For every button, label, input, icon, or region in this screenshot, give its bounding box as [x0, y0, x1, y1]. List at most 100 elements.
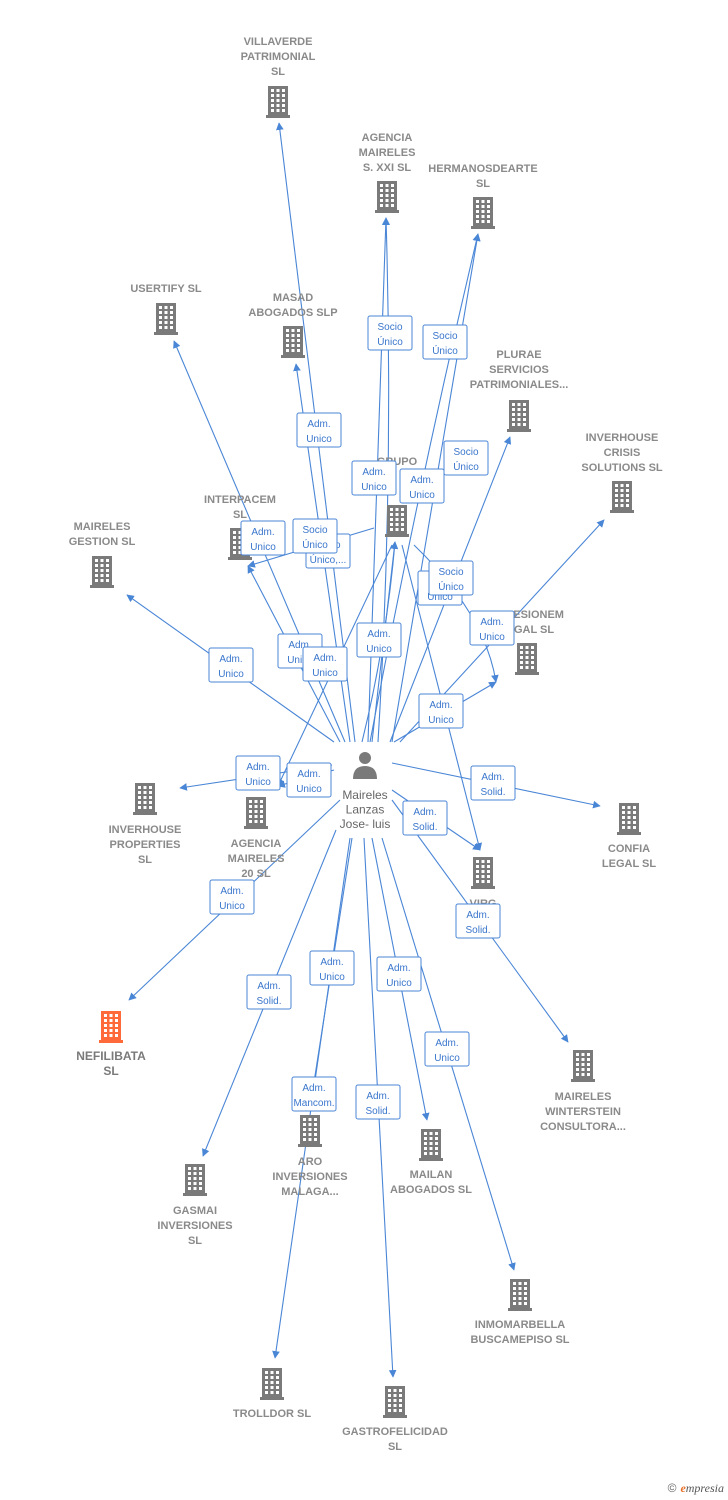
- company-label-line: WINTERSTEIN: [545, 1106, 621, 1118]
- building-icon-inverhouse-prop[interactable]: [133, 783, 157, 815]
- relation-label[interactable]: Adm.Unico: [376, 956, 422, 992]
- building-icon-sucesionem[interactable]: [515, 643, 539, 675]
- building-icon-gastrofelicidad[interactable]: [383, 1386, 407, 1418]
- company-label-interpacem[interactable]: INTERPACEM SL: [204, 494, 276, 521]
- relation-label[interactable]: Adm.Unico: [302, 646, 348, 682]
- relation-text-line: Adm.: [429, 700, 452, 711]
- relation-label[interactable]: Adm.Unico: [209, 879, 255, 915]
- relation-text: Adm.Unico: [386, 963, 412, 989]
- relation-label[interactable]: Adm.Unico: [286, 762, 332, 798]
- brand-footer[interactable]: ©empresia: [668, 1481, 724, 1496]
- company-label-line: SL: [476, 178, 490, 190]
- person-icon: [353, 752, 377, 779]
- company-label-line: SL: [233, 509, 247, 521]
- building-icon-agencia-xxi[interactable]: [375, 181, 399, 213]
- company-label-line: 20 SL: [241, 868, 271, 880]
- building-icon-mailan[interactable]: [419, 1129, 443, 1161]
- relation-text-line: Unico: [479, 632, 505, 643]
- building-icon-inverhouse-crisis[interactable]: [610, 481, 634, 513]
- relation-label[interactable]: Adm.Unico: [399, 468, 445, 504]
- company-label-line: MAILAN: [410, 1169, 453, 1181]
- relation-label[interactable]: Adm.Unico: [296, 412, 342, 448]
- company-label-line: MAIRELES: [228, 853, 285, 865]
- relation-label[interactable]: Adm.Solid.: [455, 903, 501, 939]
- relation-label[interactable]: Adm.Unico: [240, 520, 286, 556]
- building-icon-agencia-20[interactable]: [244, 797, 268, 829]
- relation-text-line: Único: [377, 335, 403, 348]
- building-icon-gasmai[interactable]: [183, 1164, 207, 1196]
- relation-label[interactable]: Adm. Solid.: [402, 800, 448, 836]
- relation-text-line: Adm.: [413, 807, 436, 818]
- relation-label[interactable]: Adm.Unico: [469, 610, 515, 646]
- relation-text: Adm.Mancom.: [293, 1083, 334, 1109]
- building-icon-usertify[interactable]: [154, 303, 178, 335]
- relation-label[interactable]: Adm.Solid.: [355, 1084, 401, 1120]
- relation-label[interactable]: Adm.Unico: [356, 622, 402, 658]
- company-label-line: AGENCIA: [362, 132, 413, 144]
- company-label-line: SL: [388, 1441, 402, 1453]
- building-icon-villaverde[interactable]: [266, 86, 290, 118]
- relation-label[interactable]: Adm.Unico: [208, 647, 254, 683]
- company-label-line: SOLUTIONS SL: [581, 462, 663, 474]
- relation-text-line: Solid.: [412, 822, 437, 833]
- company-label-usertify[interactable]: USERTIFY SL: [130, 283, 202, 295]
- building-icon-virg[interactable]: [471, 857, 495, 889]
- relation-text-line: Adm.: [220, 886, 243, 897]
- relation-text: Adm. Solid.: [412, 807, 437, 833]
- building-icon-grupo[interactable]: [385, 505, 409, 537]
- building-icon-aro[interactable]: [298, 1115, 322, 1147]
- company-label-line: MAIRELES: [555, 1091, 612, 1103]
- building-icon-winterstein[interactable]: [571, 1050, 595, 1082]
- building-icon-plurae[interactable]: [507, 400, 531, 432]
- relation-label[interactable]: Adm.Unico: [309, 950, 355, 986]
- company-label-line: VILLAVERDE: [244, 36, 313, 48]
- building-icon-confia[interactable]: [617, 803, 641, 835]
- relation-label[interactable]: Adm.Solid.: [470, 765, 516, 801]
- building-icon-trolldor[interactable]: [260, 1368, 284, 1400]
- company-label-line: PROPERTIES: [110, 839, 181, 851]
- brand-name: mpresia: [685, 1481, 724, 1495]
- relation-text-line: Adm.: [367, 629, 390, 640]
- company-label-line: INTERPACEM: [204, 494, 276, 506]
- relation-text-line: Unico: [218, 669, 244, 680]
- relation-label[interactable]: Adm.Mancom.: [291, 1076, 337, 1112]
- relation-label[interactable]: Adm.Unico: [418, 693, 464, 729]
- relation-label[interactable]: Adm.Unico: [424, 1031, 470, 1067]
- building-icon-hermanos[interactable]: [471, 197, 495, 229]
- relation-label[interactable]: Adm.Unico: [351, 460, 397, 496]
- relation-label[interactable]: Adm.Unico: [235, 755, 281, 791]
- company-label-trolldor[interactable]: TROLLDOR SL: [233, 1408, 311, 1420]
- building-icon-inmomarbella[interactable]: [508, 1279, 532, 1311]
- building-icon-maireles-gestion[interactable]: [90, 556, 114, 588]
- building-icon-nefilibata[interactable]: [99, 1011, 123, 1043]
- relation-text-line: Unico: [296, 784, 322, 795]
- building-icon-masad[interactable]: [281, 326, 305, 358]
- company-label-line: ABOGADOS SLP: [248, 307, 337, 319]
- relation-label[interactable]: Adm.Solid.: [246, 974, 292, 1010]
- relation-text-line: Adm.: [251, 527, 274, 538]
